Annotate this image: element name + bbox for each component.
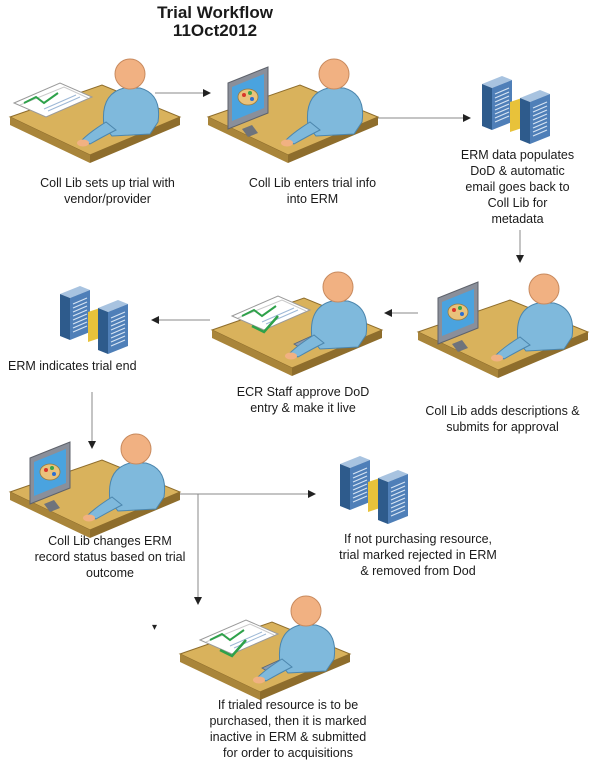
arrows <box>88 89 524 605</box>
stray-mark: ▾ <box>152 622 157 633</box>
step6-icon <box>59 285 129 355</box>
step3-caption-line: email goes back to <box>465 180 570 194</box>
step7-caption-line: outcome <box>86 566 134 580</box>
step9-caption-line: inactive in ERM & submitted <box>209 730 367 744</box>
step7-caption-line: Coll Lib changes ERM <box>48 534 172 548</box>
step2-caption: Coll Lib enters trial info into ERM <box>225 175 400 207</box>
step6-caption-line: ERM indicates trial end <box>8 359 137 373</box>
step9-icon <box>179 595 351 701</box>
step5-caption-line: ECR Staff approve DoD <box>236 385 370 399</box>
step1-caption: Coll Lib sets up trial with vendor/provi… <box>20 175 195 207</box>
step6-caption: ERM indicates trial end <box>8 358 158 374</box>
step2-caption-line: into ERM <box>286 192 339 206</box>
diagram-title: Trial Workflow 11Oct2012 <box>120 4 310 40</box>
step8-icon <box>339 455 409 525</box>
step9-caption: If trialed resource is to be purchased, … <box>188 697 388 761</box>
step4-icon <box>417 273 589 379</box>
step1-caption-line: vendor/provider <box>64 192 151 206</box>
step9-caption-line: If trialed resource is to be <box>217 698 359 712</box>
step3-caption-line: ERM data populates <box>460 148 575 162</box>
step7-icon <box>9 433 181 539</box>
title-line-2: 11Oct2012 <box>172 21 258 40</box>
step8-caption-line: trial marked rejected in ERM <box>339 548 497 562</box>
step1-caption-line: Coll Lib sets up trial with <box>40 176 175 190</box>
step3-icon <box>481 75 551 145</box>
step4-caption-line: submits for approval <box>446 420 559 434</box>
step3-caption: ERM data populates DoD & automatic email… <box>440 147 595 227</box>
step4-caption: Coll Lib adds descriptions & submits for… <box>410 403 595 435</box>
title-line-1: Trial Workflow <box>157 3 273 22</box>
step5-caption-line: entry & make it live <box>250 401 356 415</box>
step2-caption-line: Coll Lib enters trial info <box>248 176 377 190</box>
step8-caption-line: & removed from Dod <box>360 564 476 578</box>
step3-caption-line: metadata <box>491 212 544 226</box>
step4-caption-line: Coll Lib adds descriptions & <box>425 404 580 418</box>
step5-caption: ECR Staff approve DoD entry & make it li… <box>218 384 388 416</box>
step5-icon <box>211 271 383 377</box>
step8-caption: If not purchasing resource, trial marked… <box>318 531 518 579</box>
step8-caption-line: If not purchasing resource, <box>344 532 492 546</box>
step7-caption: Coll Lib changes ERM record status based… <box>15 533 205 581</box>
step1-icon <box>9 58 181 164</box>
step2-icon <box>207 58 379 164</box>
step9-caption-line: for order to acquisitions <box>223 746 353 760</box>
step3-caption-line: DoD & automatic <box>470 164 565 178</box>
step3-caption-line: Coll Lib for <box>487 196 548 210</box>
step7-caption-line: record status based on trial <box>34 550 186 564</box>
step9-caption-line: purchased, then it is marked <box>209 714 367 728</box>
